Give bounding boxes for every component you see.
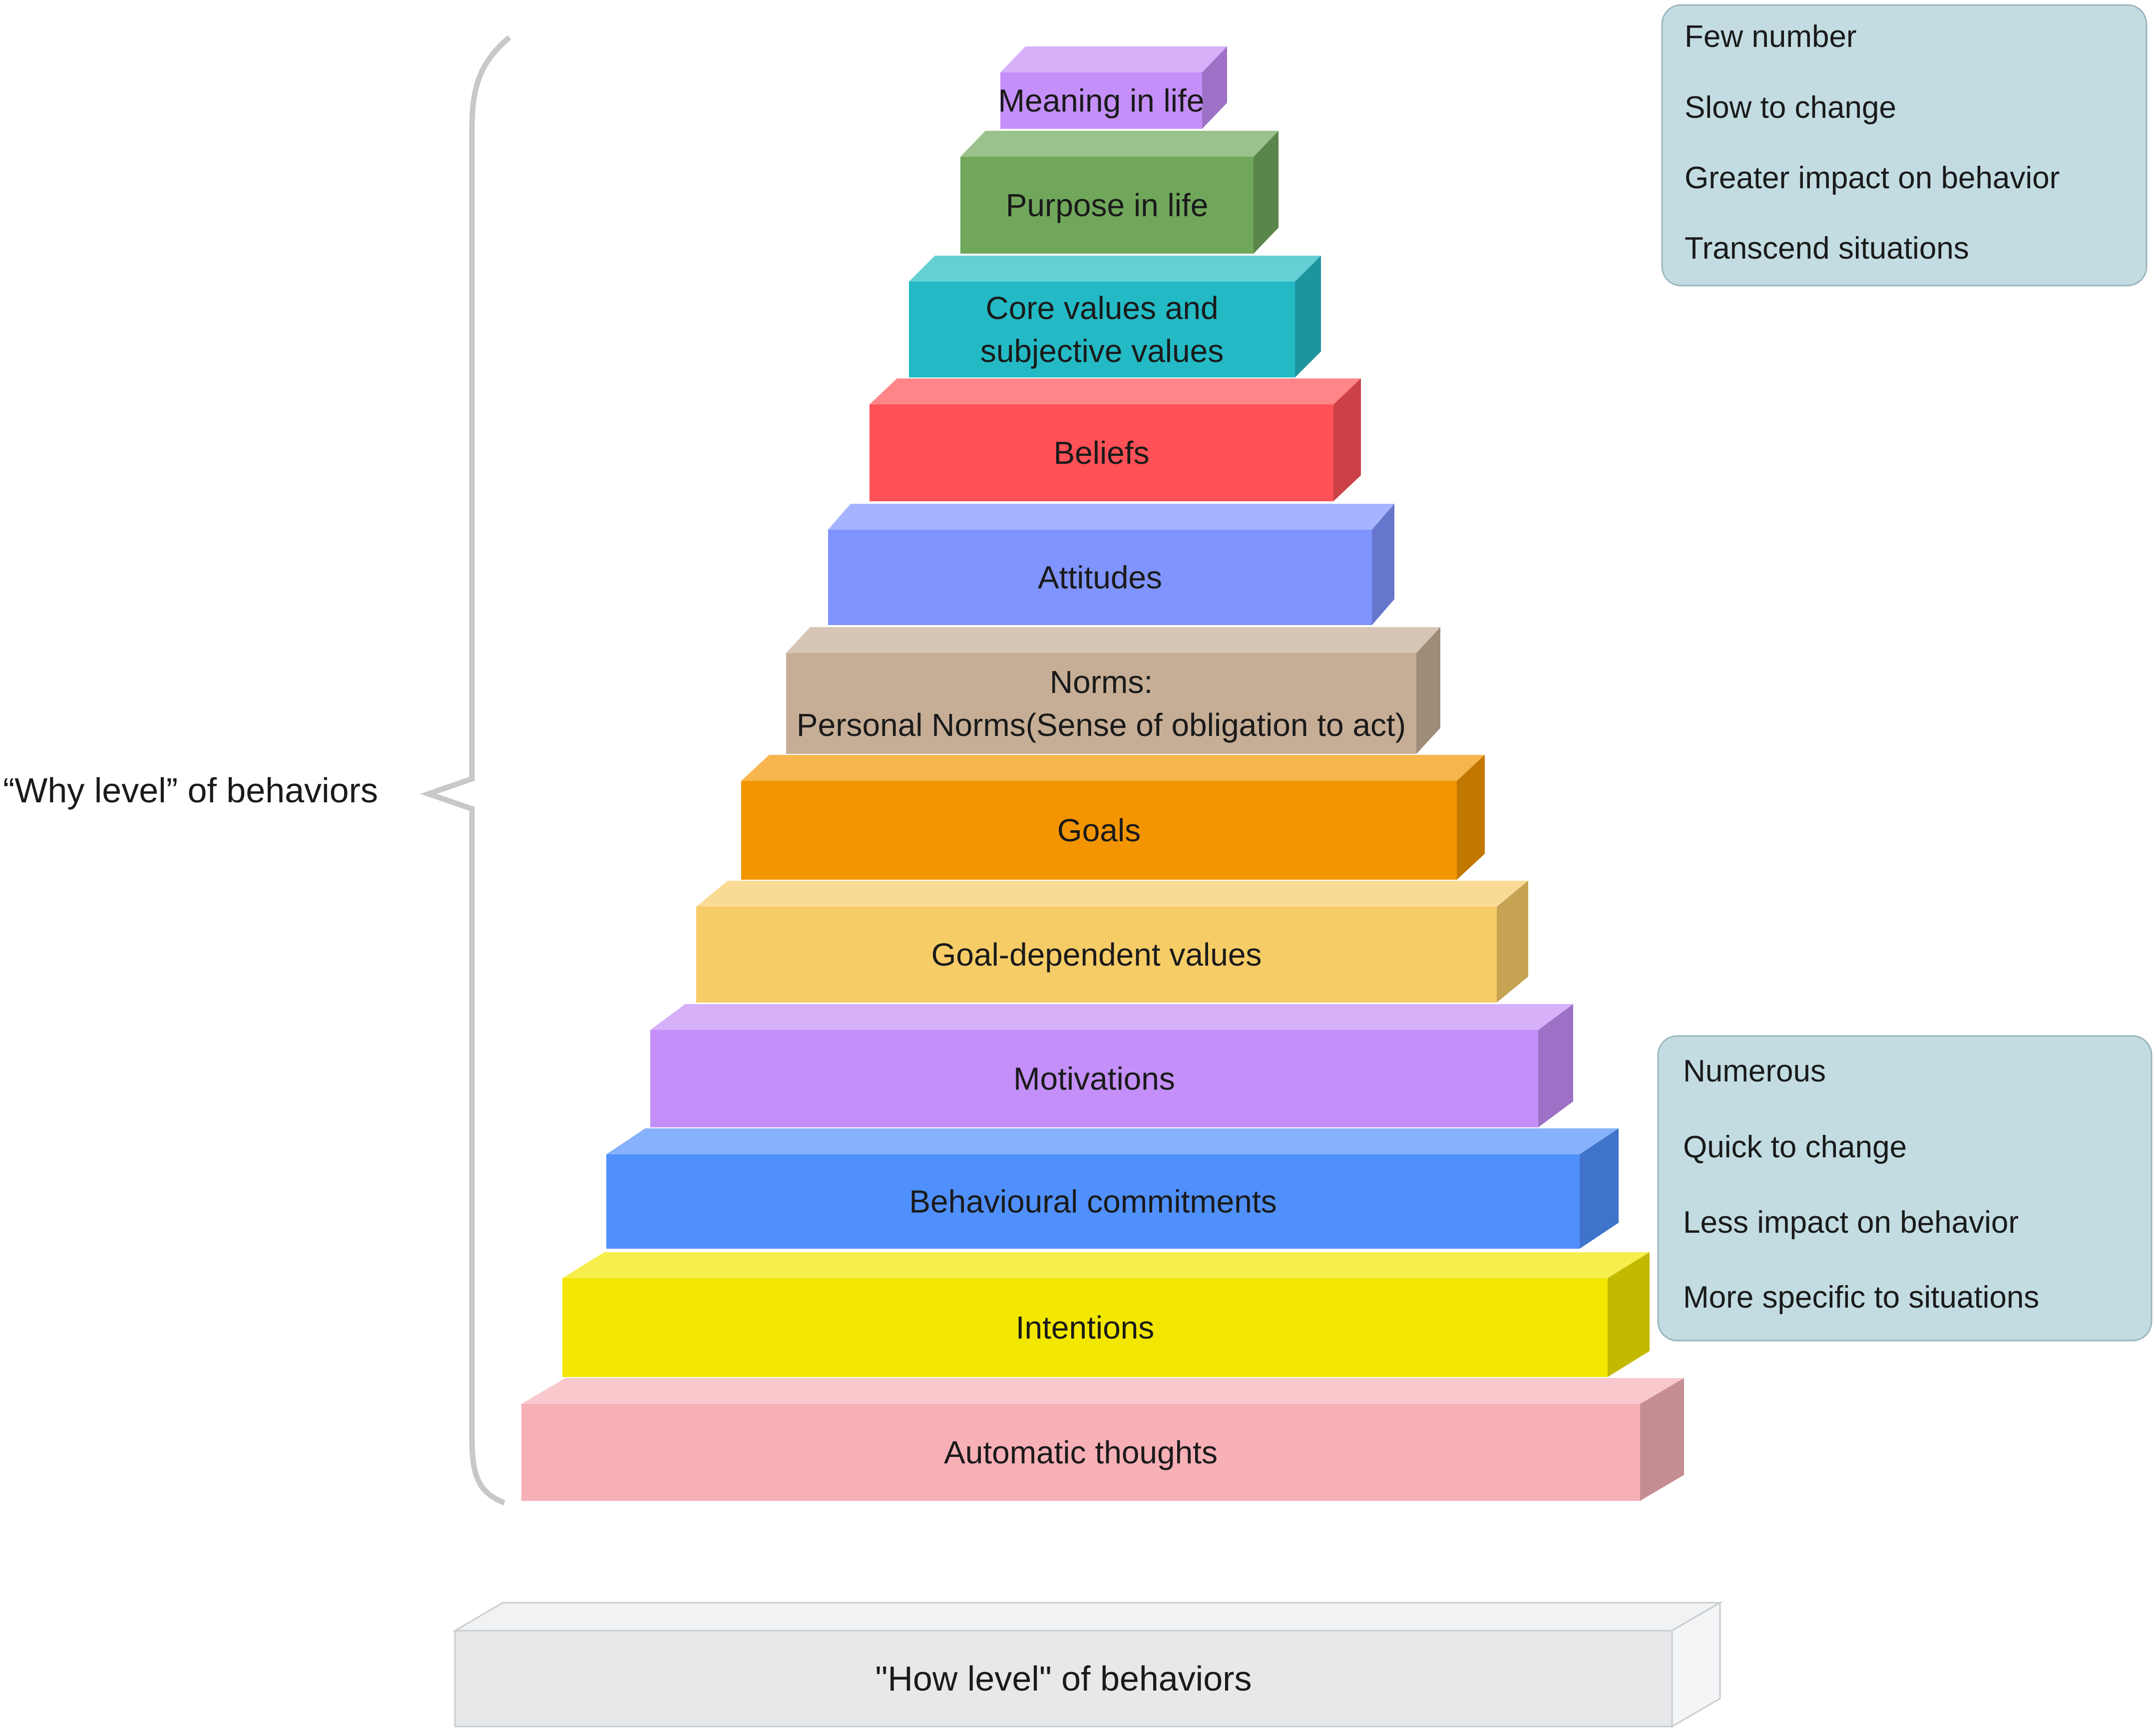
pyramid-block-top-face: [869, 378, 1361, 404]
pyramid-block-side-face: [1416, 627, 1440, 754]
pyramid-block-label: subjective values: [980, 333, 1224, 369]
pyramid-block-side-face: [1580, 1128, 1619, 1249]
pyramid-block: Motivations: [650, 1004, 1573, 1127]
how-level-base-top-face: [452, 1602, 1723, 1632]
pyramid-block-label: Core values and: [985, 290, 1218, 326]
pyramid-block-top-face: [828, 504, 1394, 530]
how-level-base: "How level" of behaviors: [452, 1601, 1723, 1728]
bottom-panel-item: Numerous: [1683, 1054, 1826, 1088]
pyramid-block-side-face: [1497, 881, 1528, 1003]
how-level-label: "How level" of behaviors: [875, 1659, 1252, 1698]
why-level-label: “Why level” of behaviors: [3, 771, 378, 810]
pyramid-block-label: Personal Norms(Sense of obligation to ac…: [797, 707, 1406, 743]
pyramid-block-front-face: [696, 907, 1497, 1003]
pyramid-block-top-face: [606, 1128, 1619, 1154]
pyramid-block-label: Norms:: [1050, 664, 1153, 700]
pyramid-block: Intentions: [562, 1252, 1650, 1377]
pyramid-block-label: Intentions: [1016, 1310, 1155, 1346]
pyramid-block: Behavioural commitments: [606, 1128, 1619, 1249]
pyramid-block: Purpose in life: [960, 131, 1279, 254]
pyramid-block-top-face: [1000, 46, 1227, 72]
pyramid-block: Meaning in life: [998, 46, 1227, 129]
pyramid-block-side-face: [1457, 755, 1485, 880]
pyramid-block-side-face: [1333, 378, 1361, 501]
pyramid-block-side-face: [1538, 1004, 1573, 1127]
pyramid-block-top-face: [521, 1378, 1684, 1404]
pyramid-block: Core values and subjective values: [909, 256, 1321, 377]
bottom-panel-item: Less impact on behavior: [1683, 1205, 2019, 1240]
top-panel-item: Slow to change: [1685, 90, 1896, 125]
pyramid-block: Goals: [741, 755, 1485, 880]
pyramid-block: Norms: Personal Norms(Sense of obligation…: [786, 627, 1440, 754]
pyramid-block-side-face: [1608, 1252, 1650, 1377]
pyramid-block-top-face: [562, 1252, 1650, 1278]
top-info-panel-background: [1661, 4, 2148, 287]
pyramid-block-front-face: [960, 157, 1254, 254]
bottom-info-panel: Numerous Quick to change Less impact on …: [1657, 1035, 2153, 1342]
pyramid-block-label: Goals: [1057, 812, 1141, 848]
pyramid-block-front-face: [869, 404, 1333, 501]
pyramid-block-top-face: [696, 881, 1528, 907]
pyramid-block-front-face: [741, 781, 1457, 880]
pyramid-block-side-face: [1202, 46, 1227, 129]
top-panel-item: Transcend situations: [1685, 231, 1969, 266]
pyramid-block-front-face: [828, 530, 1372, 625]
pyramid-block-label: Purpose in life: [1006, 187, 1209, 223]
pyramid-block: Goal-dependent values: [696, 881, 1528, 1003]
pyramid-block-front-face: [909, 282, 1295, 377]
pyramid-block-top-face: [786, 627, 1440, 653]
pyramid-block-front-face: [786, 653, 1416, 754]
top-panel-item: Greater impact on behavior: [1685, 161, 2060, 195]
pyramid-block-label: Goal-dependent values: [931, 937, 1262, 973]
bottom-info-panel-background: [1657, 1035, 2153, 1342]
pyramid-block-top-face: [650, 1004, 1573, 1030]
pyramid-block: Automatic thoughts: [521, 1378, 1684, 1501]
pyramid-block-side-face: [1372, 504, 1394, 625]
pyramid-block-top-face: [909, 256, 1321, 282]
pyramid-block-label: Attitudes: [1038, 560, 1162, 596]
how-level-base-front-face: [454, 1630, 1673, 1728]
pyramid-block-label: Automatic thoughts: [944, 1434, 1218, 1470]
top-info-panel: Few number Slow to change Greater impact…: [1661, 4, 2148, 287]
pyramid-block-top-face: [741, 755, 1485, 781]
pyramid-block-side-face: [1254, 131, 1279, 254]
pyramid-block-top-face: [960, 131, 1279, 157]
top-panel-item: Few number: [1685, 19, 1857, 54]
pyramid-block-front-face: [1000, 72, 1202, 129]
pyramid-block-label: Motivations: [1013, 1061, 1175, 1097]
why-level-brace: [420, 35, 511, 1506]
pyramid-block: Beliefs: [869, 378, 1361, 501]
pyramid-block-front-face: [562, 1278, 1608, 1377]
pyramid-block: Attitudes: [828, 504, 1394, 625]
pyramid-block-side-face: [1640, 1378, 1684, 1501]
pyramid-block-front-face: [650, 1030, 1538, 1127]
pyramid-block-front-face: [521, 1404, 1640, 1501]
pyramid-block-label: Meaning in life: [998, 83, 1205, 119]
pyramid-block-front-face: [606, 1154, 1580, 1249]
bottom-panel-item: More specific to situations: [1683, 1280, 2039, 1315]
pyramid-block-label: Beliefs: [1053, 435, 1149, 471]
bottom-panel-item: Quick to change: [1683, 1130, 1907, 1164]
pyramid-block-side-face: [1295, 256, 1321, 377]
pyramid-block-label: Behavioural commitments: [909, 1184, 1277, 1220]
